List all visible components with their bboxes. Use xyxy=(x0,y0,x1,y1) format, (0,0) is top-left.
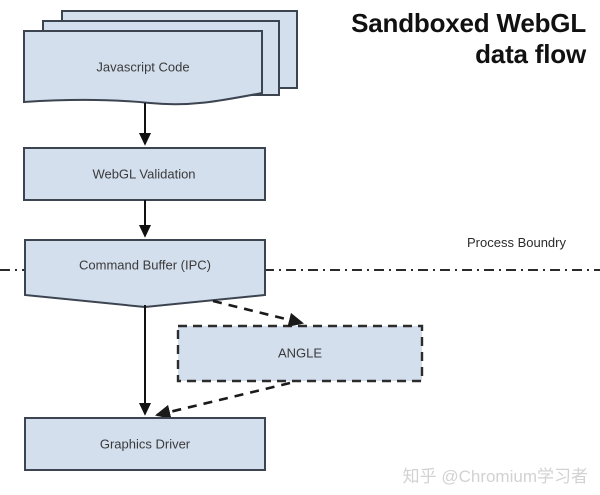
command-buffer-node[interactable] xyxy=(24,239,266,309)
javascript-code-node[interactable] xyxy=(23,30,263,106)
angle-node[interactable] xyxy=(176,324,424,383)
watermark-text: 知乎 @Chromium学习者 xyxy=(402,467,588,486)
process-boundary-label: Process Boundry xyxy=(467,235,566,250)
javascript-code-label: Javascript Code xyxy=(96,59,189,74)
command-buffer-label: Command Buffer (IPC) xyxy=(79,257,211,272)
diagram-title: Sandboxed WebGL data flow xyxy=(286,8,586,69)
edge-command-buffer-to-angle xyxy=(212,299,305,327)
diagram-title-line-1: Sandboxed WebGL xyxy=(351,8,586,38)
diagram-title-line-2: data flow xyxy=(475,38,586,69)
graphics-driver-node[interactable] xyxy=(24,417,266,471)
edge-angle-to-driver xyxy=(154,381,291,419)
angle-label: ANGLE xyxy=(278,345,322,360)
webgl-validation-label: WebGL Validation xyxy=(92,166,195,181)
graphics-driver-label: Graphics Driver xyxy=(100,436,191,451)
